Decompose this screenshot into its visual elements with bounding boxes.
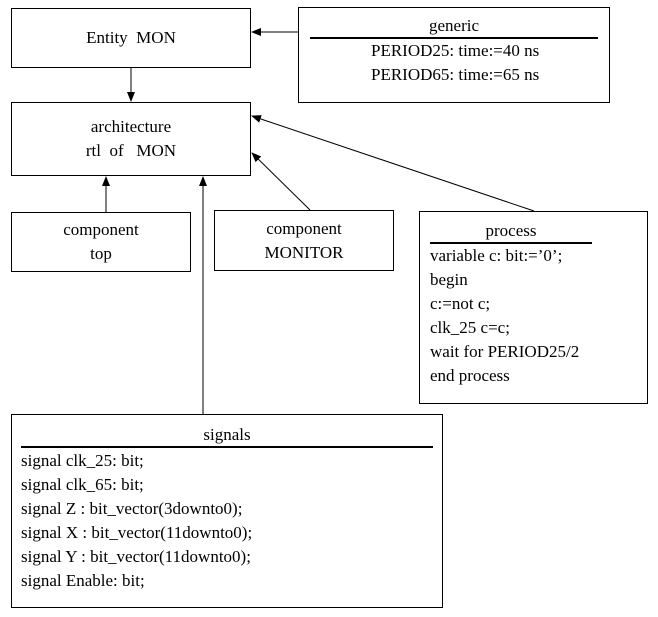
generic-line: PERIOD65: time:=65 ns [371,65,540,84]
component-monitor-line: component [266,218,342,238]
signals-line: signal Enable: bit; [21,571,145,590]
component-top-line: top [90,244,112,263]
process-body: variable c: bit:=’0’; begin c:=not c; cl… [430,244,579,388]
component-top-box: component top [11,212,191,272]
entity-label: Entity MON [86,28,176,47]
generic-body: PERIOD25: time:=40 ns PERIOD65: time:=65… [371,39,539,87]
architecture-line: rtl of MON [85,141,177,160]
signals-line: signal clk_65: bit; [21,475,144,494]
signals-box: signals signal clk_25: bit; signal clk_6… [11,414,443,608]
process-line: end process [430,366,510,385]
architecture-box: architecture rtl of MON [11,102,251,176]
process-line: clk_25 c=c; [430,318,510,337]
signals-line: signal X : bit_vector(11downto0); [21,523,253,542]
process-line: begin [430,270,468,289]
signals-line: signal clk_25: bit; [21,451,144,470]
process-line: wait for PERIOD25/2 [430,342,580,361]
process-box: process variable c: bit:=’0’; begin c:=n… [419,211,648,404]
signals-line: signal Z : bit_vector(3downto0); [21,499,243,518]
arrow-process-to-architecture [251,115,535,212]
signals-body: signal clk_25: bit; signal clk_65: bit; … [21,449,252,593]
component-top-line: component [63,220,139,239]
generic-line: PERIOD25: time:=40 ns [371,41,540,60]
component-monitor-box: component MONITOR [214,210,394,271]
generic-header: generic [310,15,598,39]
arrow-component-monitor-to-architecture [251,152,311,211]
signals-header: signals [21,424,433,448]
process-header: process [430,220,592,244]
process-line: variable c: bit:=’0’; [430,246,563,265]
signals-line: signal Y : bit_vector(11downto0); [21,547,251,566]
process-line: c:=not c; [430,294,491,313]
architecture-line: architecture [90,117,172,136]
generic-box: generic PERIOD25: time:=40 ns PERIOD65: … [298,7,610,103]
component-monitor-line: MONITOR [264,242,344,262]
entity-box: Entity MON [11,8,251,68]
